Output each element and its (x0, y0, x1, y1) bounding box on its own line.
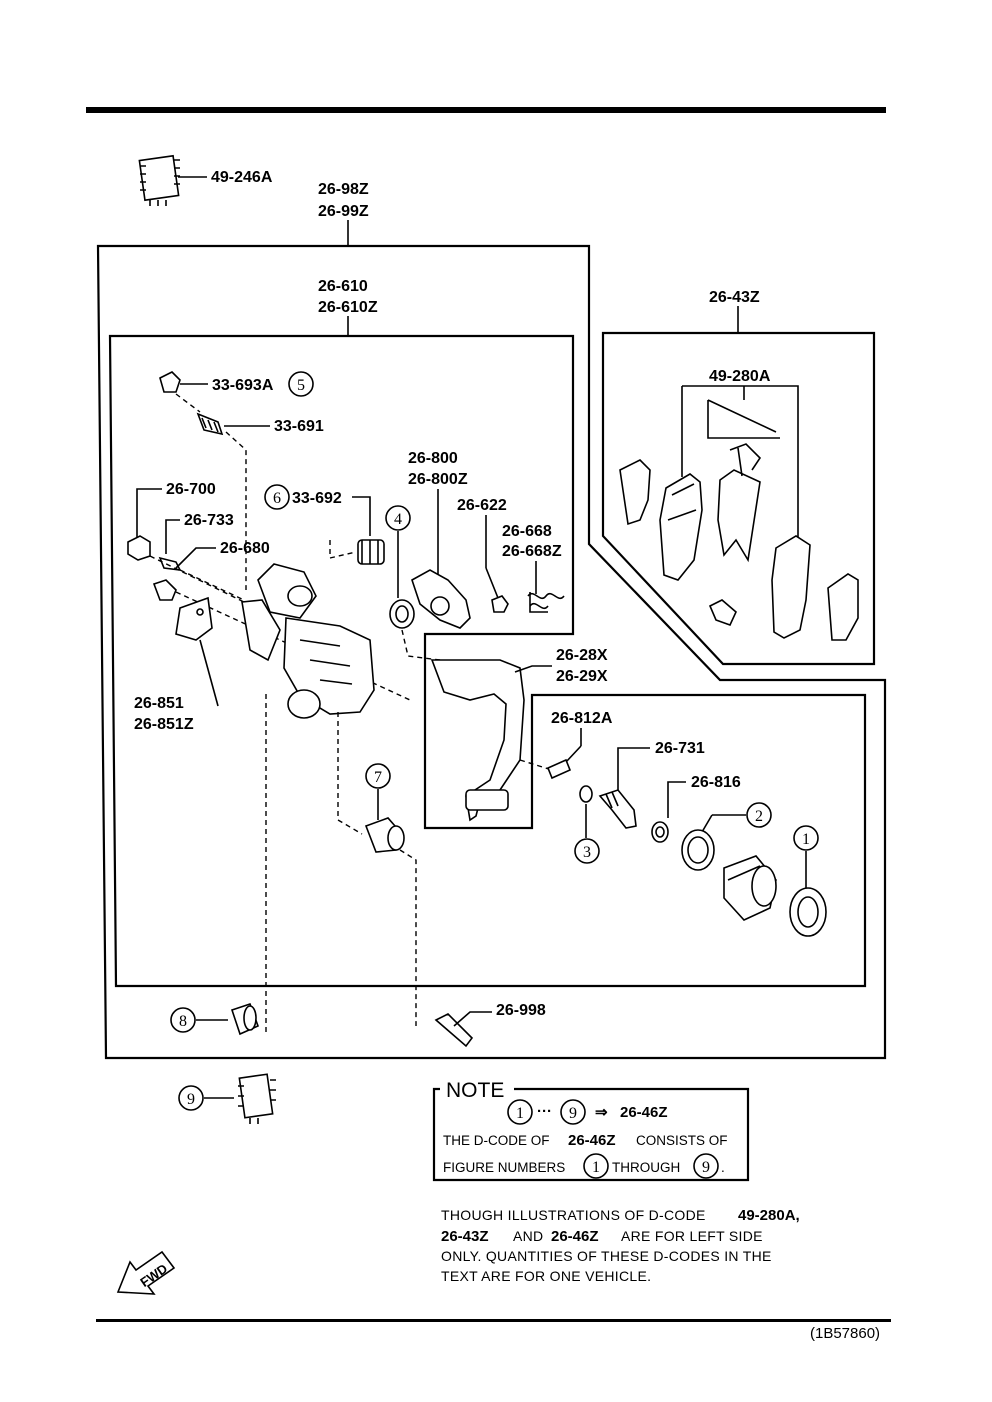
mount-label-l: 26-28X (556, 647, 608, 664)
footnote-l1-text: THOUGH ILLUSTRATIONS OF D-CODE (441, 1207, 706, 1223)
footnote-l1-code: 49-280A, (738, 1207, 800, 1224)
note-range-end: 9 (569, 1105, 577, 1122)
sleeve-icon (230, 1002, 260, 1036)
guide-pin-label: 26-998 (496, 1002, 546, 1019)
caliper-assy-frame (96, 244, 887, 1060)
brake-pads-icon (619, 443, 859, 641)
footnote-l4-text: TEXT ARE FOR ONE VEHICLE. (441, 1268, 651, 1284)
bleeder-screw-icon (196, 412, 224, 436)
pin-icon (546, 758, 572, 780)
bleeder-screw-label: 33-691 (274, 418, 324, 435)
callout-6: 6 (273, 490, 281, 507)
note-line3-end: 9 (702, 1159, 710, 1176)
footnote-l3-text: ONLY. QUANTITIES OF THESE D-CODES IN THE (441, 1248, 772, 1264)
caliper-assy-label-r: 26-99Z (318, 203, 369, 220)
bolt-2-icon (158, 556, 182, 571)
note-line2-suffix: CONSISTS OF (636, 1133, 728, 1148)
caliper-body-label-r: 26-610Z (318, 299, 378, 316)
note-title: NOTE (446, 1079, 504, 1102)
guide-pin-icon (434, 1013, 474, 1048)
callout-2: 2 (755, 808, 763, 825)
note-line3-prefix: FIGURE NUMBERS (443, 1160, 565, 1175)
callout-5: 5 (297, 377, 305, 394)
pad-set-label: 26-43Z (709, 289, 760, 306)
callout-4: 4 (394, 511, 402, 528)
top-rule (86, 107, 886, 113)
nut-label: 26-622 (457, 497, 507, 514)
pad-set-frame (601, 331, 876, 666)
bushing-icon (364, 817, 405, 853)
nut-icon (491, 595, 509, 613)
bracket-label-l: 26-851 (134, 695, 184, 712)
bolt-2-label: 26-733 (184, 512, 234, 529)
caliper-body-icon (241, 563, 375, 719)
washer-icon (651, 821, 669, 843)
note-line3-dot: . (721, 1160, 725, 1175)
callout-7: 7 (374, 769, 382, 786)
boot-seal-icon (789, 887, 827, 937)
lever-icon (411, 569, 471, 629)
bolt-icon (127, 535, 151, 561)
bleeder-cap-icon (159, 371, 181, 393)
note-range-code: 26-46Z (620, 1104, 668, 1121)
footnote-l2-and: AND (513, 1228, 543, 1244)
caliper-body-frame (108, 334, 867, 988)
piston-icon (723, 855, 777, 921)
note-line2-prefix: THE D-CODE OF (443, 1133, 550, 1148)
grease-pack-2-icon (238, 1073, 276, 1124)
caliper-body-label-l: 26-610 (318, 278, 368, 295)
note-range-sep: ··· (537, 1103, 552, 1120)
footnote-l2-text: ARE FOR LEFT SIDE (621, 1228, 763, 1244)
callout-3: 3 (583, 844, 591, 861)
bottom-rule (96, 1319, 891, 1322)
grease-pack-icon (138, 154, 180, 206)
spring-icon (527, 592, 565, 613)
spring-label-r: 26-668Z (502, 543, 562, 560)
lever-label-l: 26-800 (408, 450, 458, 467)
adjuster-label: 26-731 (655, 740, 705, 757)
callout-8: 8 (179, 1013, 187, 1030)
bolt-3-label: 26-680 (220, 540, 270, 557)
footnote-l2-code2: 26-46Z (551, 1228, 599, 1245)
callout-9: 9 (187, 1091, 195, 1108)
o-ring-icon (579, 785, 593, 803)
bleeder-cap-label: 33-693A (212, 377, 274, 394)
note-line3-mid: THROUGH (612, 1160, 680, 1175)
grease-pack-label: 49-246A (211, 169, 273, 186)
boot-icon (357, 539, 385, 565)
bracket-label-r: 26-851Z (134, 716, 194, 733)
bolt-label: 26-700 (166, 481, 216, 498)
pad-kit-label: 49-280A (709, 368, 771, 385)
bracket-icon (175, 596, 213, 641)
note-line3-start: 1 (592, 1159, 600, 1176)
reference-code: (1B57860) (810, 1325, 880, 1342)
fwd-arrow-icon (116, 1250, 176, 1295)
caliper-assy-label-l: 26-98Z (318, 181, 369, 198)
mount-bracket-icon (430, 659, 525, 822)
note-line2-code: 26-46Z (568, 1132, 616, 1149)
footnote-l2-code1: 26-43Z (441, 1228, 489, 1245)
washer-label: 26-816 (691, 774, 741, 791)
note-range-start: 1 (516, 1105, 524, 1122)
seal-icon (681, 829, 715, 871)
spring-label-l: 26-668 (502, 523, 552, 540)
adjuster-icon (598, 789, 637, 829)
mount-label-r: 26-29X (556, 668, 608, 685)
lever-label-r: 26-800Z (408, 471, 468, 488)
pin-label: 26-812A (551, 710, 613, 727)
callout-1: 1 (802, 831, 810, 848)
bolt-3-icon (152, 579, 177, 601)
note-arrow: ⇒ (595, 1104, 608, 1121)
boot-label: 33-692 (292, 490, 342, 507)
ring-icon (389, 599, 415, 629)
note-box (432, 1087, 750, 1182)
